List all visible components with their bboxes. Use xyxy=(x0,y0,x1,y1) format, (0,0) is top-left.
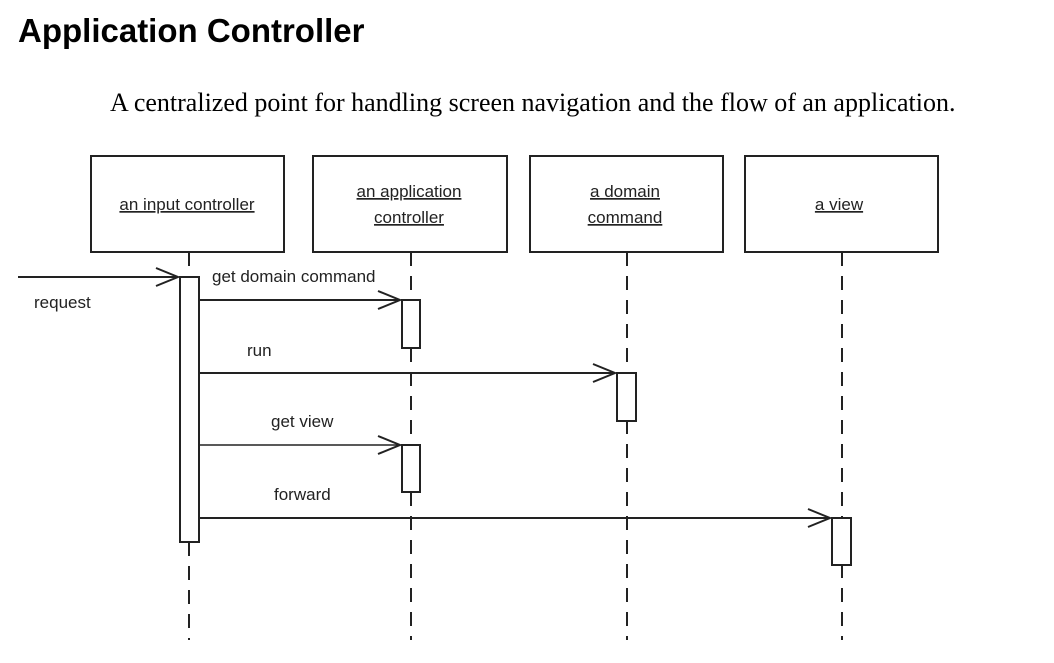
participant-box-domain-command xyxy=(529,155,724,253)
arrowhead-get-view xyxy=(377,435,403,455)
activation-application-controller-2 xyxy=(401,444,421,493)
participant-label-domain-command-line2: command xyxy=(588,208,663,227)
activation-domain-command xyxy=(616,372,637,422)
participant-label-domain-command-line1: a domain xyxy=(590,182,660,201)
participant-label-input-controller: an input controller xyxy=(119,195,254,214)
message-label-get-domain-command: get domain command xyxy=(212,267,375,286)
arrowhead-request xyxy=(155,267,181,287)
page-title: Application Controller xyxy=(18,12,365,49)
activation-input-controller xyxy=(179,276,200,543)
participant-label-application-controller-line1: an application xyxy=(357,182,462,201)
participant-label-application-controller-line2: controller xyxy=(374,208,444,227)
message-label-forward: forward xyxy=(274,485,331,504)
participant-box-application-controller xyxy=(312,155,508,253)
participant-label-view: a view xyxy=(815,195,864,214)
activation-view xyxy=(831,517,852,566)
participant-box-input-controller xyxy=(90,155,285,253)
message-label-request: request xyxy=(34,293,91,312)
participant-box-view xyxy=(744,155,939,253)
arrowhead-run xyxy=(592,363,618,383)
message-label-get-view: get view xyxy=(271,412,334,431)
arrowhead-forward xyxy=(807,508,833,528)
activation-application-controller-1 xyxy=(401,299,421,349)
arrowhead-get-domain-command xyxy=(377,290,403,310)
message-label-run: run xyxy=(247,341,272,360)
diagram-caption: A centralized point for handling screen … xyxy=(110,88,956,117)
